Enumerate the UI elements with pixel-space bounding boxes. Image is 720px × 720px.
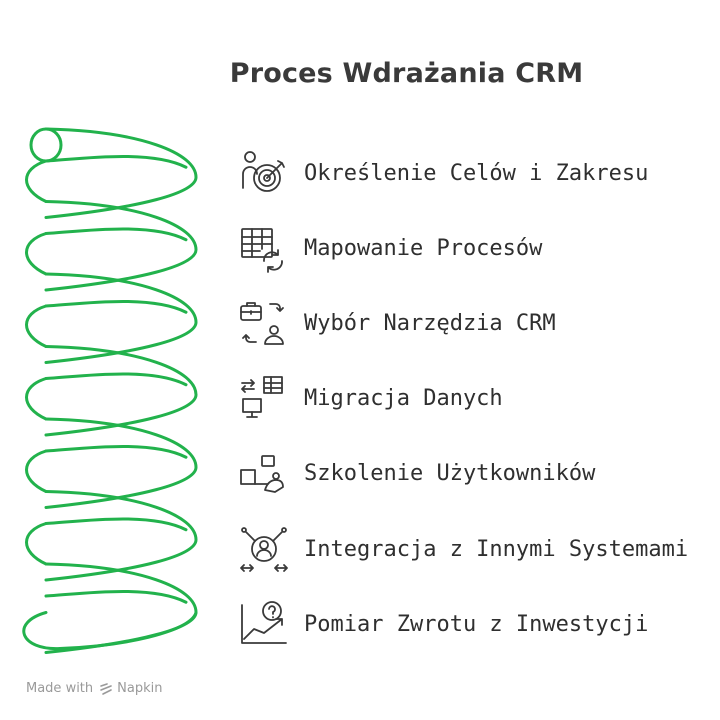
step-label: Integracja z Innymi Systemami (304, 536, 689, 562)
spring-coil-graphic (22, 127, 198, 654)
step-item: Wybór Narzędzia CRM (238, 298, 708, 348)
step-item: Mapowanie Procesów (238, 223, 708, 273)
data-transfer-monitor-icon (238, 373, 290, 423)
step-item: Określenie Celów i Zakresu (238, 148, 708, 198)
page-title: Proces Wdrażania CRM (229, 58, 584, 89)
step-item: Szkolenie Użytkowników (238, 448, 708, 498)
step-label: Szkolenie Użytkowników (304, 460, 596, 486)
person-target-icon (238, 148, 290, 198)
step-item: Integracja z Innymi Systemami (238, 524, 708, 574)
step-label: Migracja Danych (304, 385, 503, 411)
footer-credit: Made with Napkin (26, 681, 162, 696)
table-refresh-icon (238, 223, 290, 273)
step-label: Określenie Celów i Zakresu (304, 160, 649, 186)
network-user-icon (238, 524, 290, 574)
step-label: Pomiar Zwrotu z Inwestycji (304, 611, 649, 637)
growth-chart-question-icon (238, 599, 290, 649)
footer-made-with: Made with (26, 681, 94, 696)
step-label: Wybór Narzędzia CRM (304, 310, 556, 336)
step-label: Mapowanie Procesów (304, 235, 543, 261)
training-icon (238, 448, 290, 498)
step-item: Pomiar Zwrotu z Inwestycji (238, 599, 708, 649)
napkin-logo-icon (100, 682, 112, 695)
step-item: Migracja Danych (238, 373, 708, 423)
footer-brand: Napkin (117, 681, 163, 696)
briefcase-user-swap-icon (238, 298, 290, 348)
